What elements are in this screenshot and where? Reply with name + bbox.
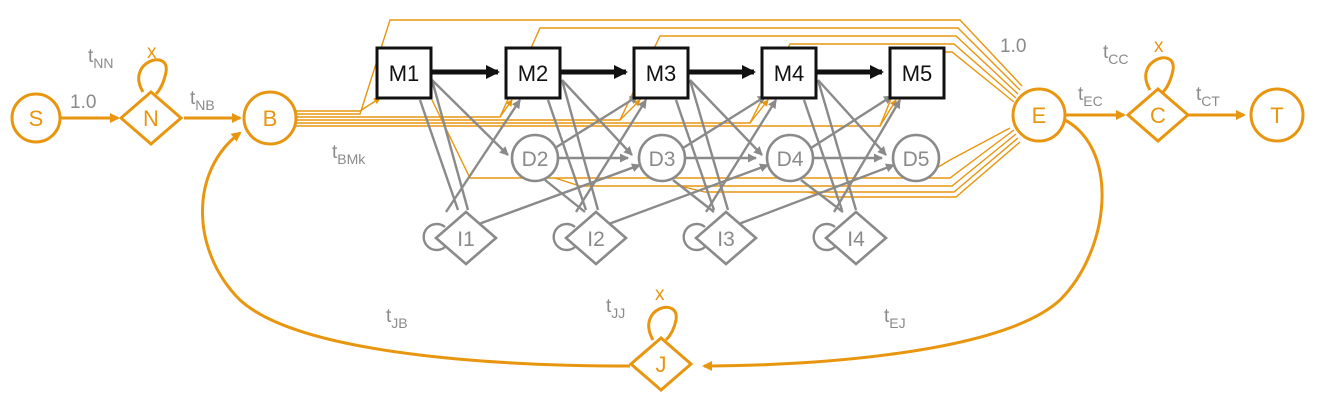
svg-text:I4: I4 — [847, 228, 865, 251]
label-x-J: x — [655, 284, 665, 305]
insert-self-loops — [422, 222, 836, 252]
label-x-C: x — [1154, 36, 1164, 57]
label-tNN: tNN — [88, 46, 114, 71]
svg-text:S: S — [29, 106, 44, 131]
svg-text:D3: D3 — [649, 148, 676, 171]
svg-text:M3: M3 — [646, 61, 677, 86]
svg-text:M2: M2 — [518, 61, 549, 86]
node-I3: I3 — [694, 210, 758, 266]
label-sn-prob: 1.0 — [70, 92, 96, 113]
node-M5: M5 — [888, 46, 946, 100]
svg-text:B: B — [263, 106, 278, 131]
svg-text:T: T — [1270, 103, 1283, 128]
svg-text:M1: M1 — [389, 61, 420, 86]
label-tEC: tEC — [1078, 84, 1103, 109]
svg-text:I2: I2 — [587, 228, 605, 251]
node-B: B — [242, 90, 298, 146]
svg-text:D5: D5 — [903, 148, 930, 171]
node-T: T — [1249, 87, 1305, 143]
node-M4: M4 — [760, 46, 818, 100]
label-tEJ: tEJ — [884, 306, 906, 331]
node-D5: D5 — [891, 133, 941, 183]
svg-text:D2: D2 — [522, 148, 549, 171]
node-I2: I2 — [564, 210, 628, 266]
svg-text:C: C — [1150, 103, 1166, 128]
node-D2: D2 — [510, 133, 560, 183]
node-J: J — [628, 336, 694, 392]
node-D4: D4 — [765, 133, 815, 183]
label-tNB: tNB — [190, 88, 215, 113]
orange-transitions — [61, 56, 1246, 371]
node-N: N — [118, 90, 184, 146]
svg-text:J: J — [656, 352, 667, 377]
node-E: E — [1011, 87, 1067, 143]
node-M3: M3 — [632, 46, 690, 100]
node-D3: D3 — [637, 133, 687, 183]
svg-text:M5: M5 — [902, 61, 933, 86]
label-tCC: tCC — [1103, 42, 1129, 67]
svg-text:D4: D4 — [777, 148, 804, 171]
svg-text:I1: I1 — [457, 228, 475, 251]
node-I4: I4 — [824, 210, 888, 266]
node-M1: M1 — [375, 46, 433, 100]
node-C: C — [1125, 87, 1191, 143]
label-tJJ: tJJ — [606, 296, 625, 321]
svg-text:M4: M4 — [774, 61, 805, 86]
node-M2: M2 — [504, 46, 562, 100]
node-S: S — [10, 92, 62, 144]
svg-text:N: N — [143, 106, 159, 131]
label-x-N: x — [147, 42, 157, 63]
svg-text:I3: I3 — [717, 228, 735, 251]
gray-transitions — [418, 79, 902, 227]
node-I1: I1 — [434, 210, 498, 266]
svg-text:E: E — [1032, 103, 1047, 128]
label-tCT: tCT — [1196, 84, 1220, 109]
label-tJB: tJB — [386, 306, 408, 331]
label-me-prob: 1.0 — [1000, 36, 1026, 57]
label-tBMk: tBMk — [332, 142, 366, 167]
